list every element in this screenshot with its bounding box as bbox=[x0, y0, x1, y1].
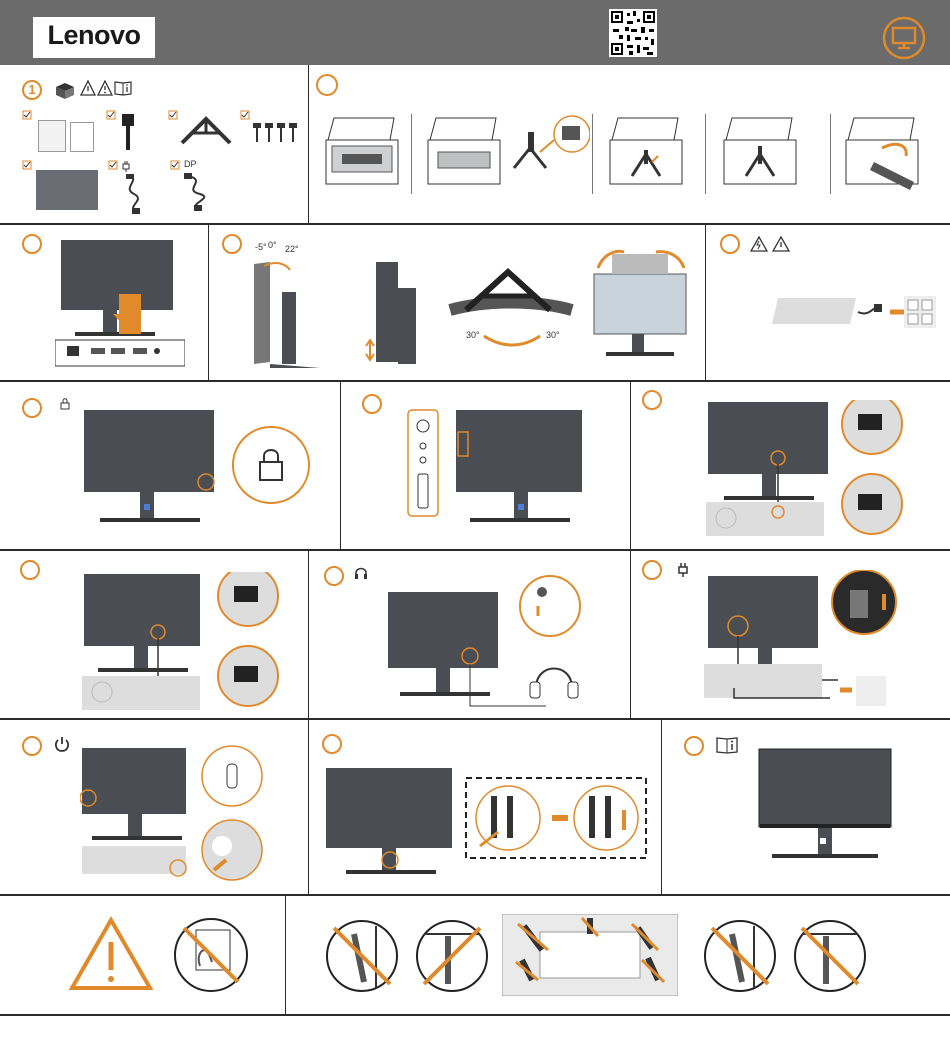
step-9-badge bbox=[20, 560, 40, 580]
power-cable-illustration bbox=[120, 174, 150, 214]
headphone-icon bbox=[354, 566, 368, 580]
divider bbox=[830, 114, 831, 194]
step-12-badge bbox=[22, 736, 42, 756]
unbox-step-illustration bbox=[424, 110, 504, 190]
hdmi-connection-illustration bbox=[706, 400, 906, 540]
no-wall-mount-icon bbox=[324, 918, 400, 994]
height-adjust-illustration bbox=[360, 258, 440, 368]
divider bbox=[630, 382, 631, 549]
power-on-illustration bbox=[80, 744, 270, 884]
plug-icon bbox=[120, 160, 132, 172]
divider bbox=[308, 551, 309, 718]
step-3-badge bbox=[22, 234, 42, 254]
tilt-angle-label: -5° bbox=[255, 242, 267, 252]
checkbox-icon bbox=[168, 110, 178, 120]
step-2-badge bbox=[316, 74, 338, 96]
monitor-front-illustration bbox=[758, 748, 892, 862]
swivel-illustration bbox=[446, 256, 576, 356]
info-book-icon bbox=[114, 80, 132, 96]
stand-attach-illustration bbox=[510, 112, 590, 182]
warning-icon bbox=[80, 80, 96, 96]
tilt-illustration bbox=[240, 252, 330, 372]
divider bbox=[705, 114, 706, 194]
pivot-illustration bbox=[592, 248, 692, 360]
dp-label: DP bbox=[184, 159, 197, 169]
divider bbox=[285, 896, 286, 1014]
step-1-badge: 1 bbox=[22, 80, 42, 100]
screws-illustration bbox=[252, 122, 300, 146]
warning-icon bbox=[97, 80, 113, 96]
lenovo-logo: Lenovo bbox=[33, 17, 155, 58]
no-ceiling-mount-icon bbox=[414, 918, 490, 994]
checkbox-icon bbox=[240, 110, 250, 120]
checkbox-icon bbox=[22, 110, 32, 120]
divider bbox=[0, 718, 950, 720]
divider bbox=[340, 382, 341, 549]
warning-icon bbox=[68, 916, 154, 992]
divider bbox=[0, 1014, 950, 1016]
headphone-connection-illustration bbox=[386, 572, 586, 712]
swivel-angle-label: 30° bbox=[466, 330, 480, 340]
divider bbox=[0, 223, 950, 225]
qr-code-icon bbox=[609, 9, 657, 57]
unbox-step-illustration bbox=[606, 110, 686, 190]
no-ceiling-mount-icon bbox=[792, 918, 868, 994]
box-icon bbox=[52, 80, 78, 100]
checkbox-icon bbox=[22, 160, 32, 170]
checkbox-icon bbox=[106, 110, 116, 120]
stand-base-illustration bbox=[180, 115, 232, 147]
power-icon bbox=[54, 736, 70, 752]
warning-icon bbox=[772, 236, 790, 252]
lock-icon bbox=[60, 398, 70, 410]
divider bbox=[0, 380, 950, 382]
power-outlet-illustration bbox=[770, 294, 940, 330]
warning-icon bbox=[750, 236, 768, 252]
divider bbox=[661, 720, 662, 894]
document-illustration bbox=[70, 122, 94, 152]
checkbox-icon bbox=[170, 160, 180, 170]
document-illustration bbox=[38, 120, 66, 152]
divider bbox=[0, 894, 950, 896]
stand-neck-illustration bbox=[118, 112, 138, 152]
step-11-badge bbox=[642, 560, 662, 580]
divider bbox=[705, 225, 706, 380]
dp-connection-illustration bbox=[82, 572, 282, 712]
step-6-badge bbox=[22, 398, 42, 418]
cable-management-illustration bbox=[324, 766, 654, 878]
divider bbox=[0, 549, 950, 551]
step-10-badge bbox=[324, 566, 344, 586]
monitor-back-illustration bbox=[82, 406, 222, 526]
unbox-step-illustration bbox=[842, 110, 922, 190]
divider bbox=[630, 551, 631, 718]
monitor-icon bbox=[882, 16, 926, 60]
step-13-badge bbox=[322, 734, 342, 754]
no-mount-orientations-illustration bbox=[502, 914, 678, 996]
step-5-badge bbox=[720, 234, 740, 254]
power-connection-illustration bbox=[704, 570, 904, 710]
swivel-angle-label: 30° bbox=[546, 330, 560, 340]
divider bbox=[308, 65, 309, 223]
divider bbox=[308, 720, 309, 894]
unbox-step-illustration bbox=[322, 110, 402, 190]
dp-cable-illustration bbox=[180, 172, 214, 212]
tilt-angle-label: 0° bbox=[268, 240, 277, 250]
divider bbox=[592, 114, 593, 194]
divider bbox=[411, 114, 412, 194]
checkbox-icon bbox=[108, 160, 118, 170]
step-7-badge bbox=[362, 394, 382, 414]
no-touch-screen-icon bbox=[172, 916, 250, 994]
info-book-icon bbox=[716, 736, 738, 754]
step-4-badge bbox=[222, 234, 242, 254]
divider bbox=[208, 225, 209, 380]
monitor-back-illustration bbox=[456, 406, 586, 526]
monitor-back-ports-illustration bbox=[55, 236, 185, 370]
step-14-badge bbox=[684, 736, 704, 756]
step-8-badge bbox=[642, 390, 662, 410]
plug-icon bbox=[676, 562, 690, 578]
monitor-panel-illustration bbox=[36, 170, 98, 210]
kensington-lock-illustration bbox=[230, 424, 312, 506]
unbox-step-illustration bbox=[720, 110, 800, 190]
control-buttons-illustration bbox=[406, 408, 440, 518]
no-wall-mount-icon bbox=[702, 918, 778, 994]
